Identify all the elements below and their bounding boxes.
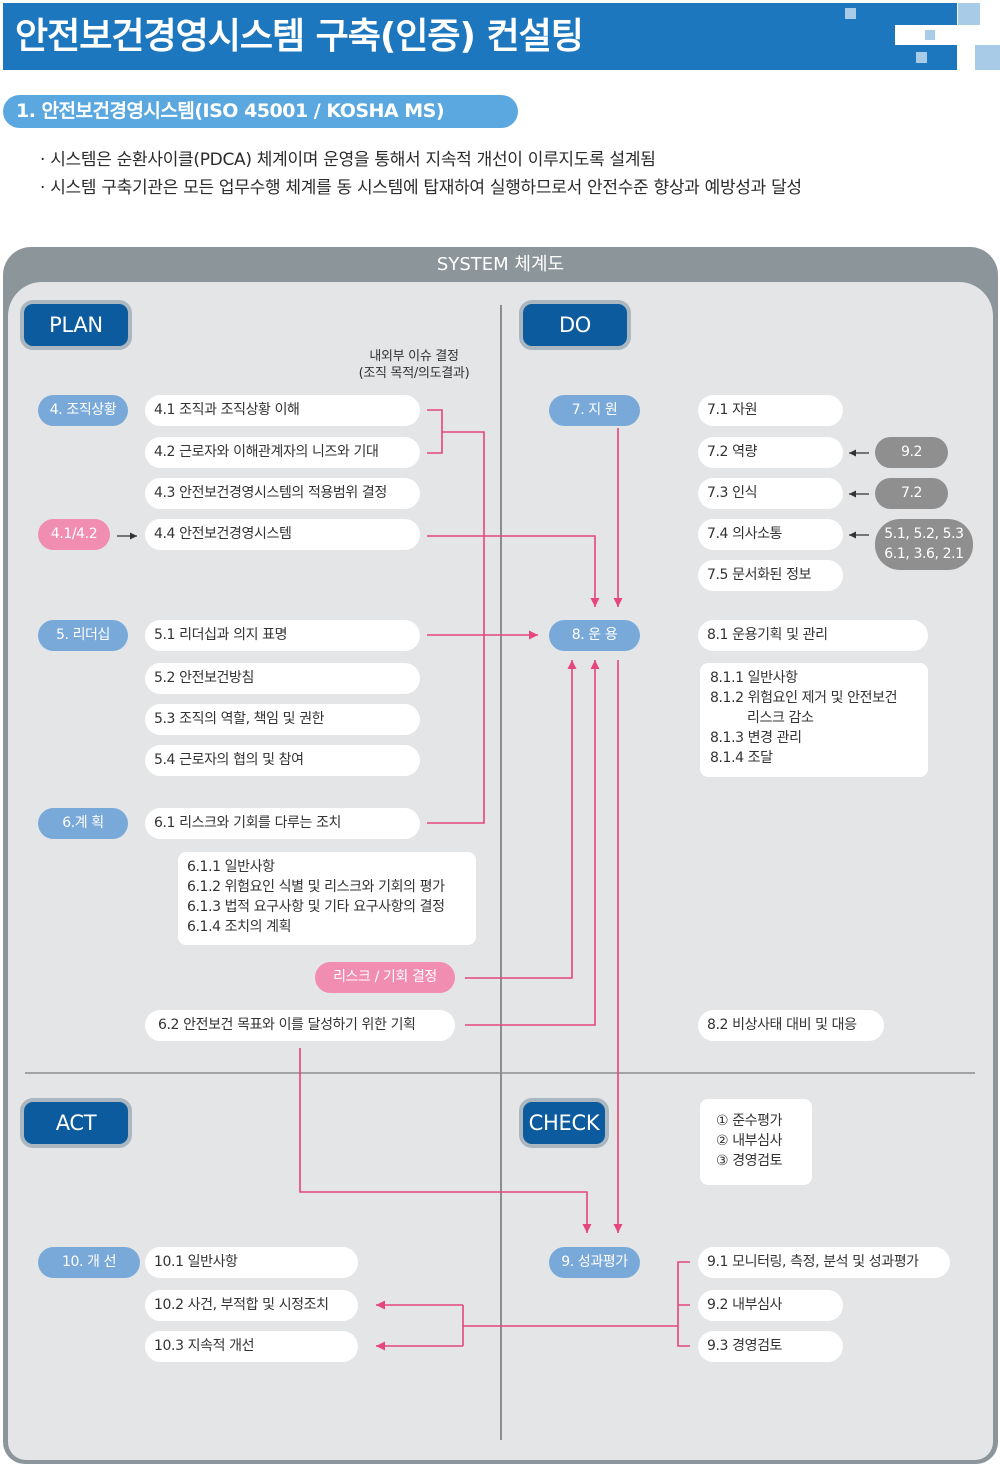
clause-item-9-1: 9.1 모니터링, 측정, 분석 및 성과평가	[698, 1247, 950, 1278]
check-summary-box: ① 준수평가 ② 내부심사 ③ 경영검토	[700, 1099, 812, 1185]
clause-item-8-1: 8.1 운용기획 및 관리	[698, 620, 928, 651]
input-pill-4-1-4-2: 4.1/4.2	[38, 519, 110, 550]
detail-line: 6.1.4 조치의 계획	[187, 919, 292, 935]
clause-item-4-1: 4.1 조직과 조직상황 이해	[145, 395, 420, 426]
summary-line: ② 내부심사	[716, 1133, 783, 1149]
clause-item-10-1: 10.1 일반사항	[145, 1247, 358, 1278]
clause-item-8-2: 8.2 비상사태 대비 및 대응	[698, 1010, 884, 1041]
quadrant-label-do: DO	[523, 304, 627, 346]
clause-item-6-1: 6.1 리스크와 기회를 다루는 조치	[145, 808, 420, 839]
clause-leadership-label: 5. 리더십	[38, 620, 128, 651]
clause-item-5-1: 5.1 리더십과 의지 표명	[145, 620, 420, 651]
header-decoration-square	[975, 45, 1000, 70]
quadrant-label-check: CHECK	[523, 1102, 605, 1144]
risk-decision-pill: 리스크 / 기회 결정	[315, 962, 455, 993]
intro-bullet: · 시스템 구축기관은 모든 업무수행 체계를 동 시스템에 탑재하여 실행하므…	[40, 178, 802, 198]
clause-item-4-2: 4.2 근로자와 이해관계자의 니즈와 기대	[145, 437, 420, 468]
connector-evaluation-to-improvement	[462, 1305, 678, 1346]
intro-bullet: · 시스템은 순환사이클(PDCA) 체계이며 운영을 통해서 지속적 개선이 …	[40, 150, 656, 170]
quadrant-label-act: ACT	[24, 1102, 128, 1144]
reference-line: 6.1, 3.6, 2.1	[884, 546, 964, 562]
arrow-objectives-to-evaluation	[299, 1048, 592, 1233]
detail-line: 8.1.1 일반사항	[710, 670, 798, 686]
issues-note: 내외부 이슈 결정 (조직 목적/의도결과)	[345, 348, 483, 382]
clause-item-5-3: 5.3 조직의 역할, 책임 및 권한	[145, 704, 420, 735]
header-decoration-square	[958, 3, 980, 25]
clause-item-10-2: 10.2 사건, 부적합 및 시정조치	[145, 1290, 358, 1321]
summary-line: ① 준수평가	[716, 1113, 783, 1129]
connector-context-bracket	[427, 409, 443, 454]
clause-item-7-2: 7.2 역량	[698, 437, 843, 468]
clause-item-9-2: 9.2 내부심사	[698, 1290, 843, 1321]
clause-item-5-2: 5.2 안전보건방침	[145, 663, 420, 694]
reference-pill-competence: 9.2	[875, 437, 948, 468]
detail-line: 8.1.4 조달	[710, 750, 773, 766]
detail-line: 리스크 감소	[747, 710, 814, 726]
diagram-title: SYSTEM 체계도	[436, 254, 565, 275]
detail-line: 8.1.3 변경 관리	[710, 730, 802, 746]
header-decoration-square	[845, 8, 856, 19]
detail-line: 6.1.3 법적 요구사항 및 기타 요구사항의 결정	[187, 899, 445, 915]
reference-line: 5.1, 5.2, 5.3	[884, 526, 964, 542]
connector-context-to-planning	[427, 431, 485, 824]
reference-pill-communication: 5.1, 5.2, 5.3 6.1, 3.6, 2.1	[875, 519, 973, 570]
section-heading: 1. 안전보건경영시스템(ISO 45001 / KOSHA MS)	[3, 95, 518, 128]
detail-line: 6.1.2 위험요인 식별 및 리스크와 기회의 평가	[187, 879, 445, 895]
header-decoration-square	[916, 52, 927, 63]
clause-planning-label: 6.계 획	[38, 808, 128, 839]
summary-line: ③ 경영검토	[716, 1153, 783, 1169]
issues-note-line: 내외부 이슈 결정	[369, 349, 459, 364]
issues-note-line: (조직 목적/의도결과)	[358, 366, 470, 381]
header-banner	[3, 3, 957, 70]
arrow-risk-decision-to-operation	[465, 660, 577, 979]
operation-details-box: 8.1.1 일반사항 8.1.2 위험요인 제거 및 안전보건 리스크 감소 8…	[700, 663, 928, 777]
reference-pill-awareness: 7.2	[875, 478, 948, 509]
clause-item-10-3: 10.3 지속적 개선	[145, 1331, 358, 1362]
arrow-system-to-operation	[427, 535, 600, 607]
clause-improvement-label: 10. 개 선	[38, 1247, 140, 1278]
quadrant-label-plan: PLAN	[24, 304, 128, 346]
clause-item-7-5: 7.5 문서화된 정보	[698, 560, 843, 591]
clause-item-4-4: 4.4 안전보건경영시스템	[145, 519, 420, 550]
clause-context-label: 4. 조직상황	[38, 395, 128, 426]
clause-item-9-3: 9.3 경영검토	[698, 1331, 843, 1362]
clause-item-7-1: 7.1 자원	[698, 395, 843, 426]
page-title: 안전보건경영시스템 구축(인증) 컨설팅	[15, 16, 584, 57]
clause-item-7-3: 7.3 인식	[698, 478, 843, 509]
connector-evaluation-bracket	[677, 1261, 690, 1347]
header-decoration-square	[925, 30, 935, 40]
detail-line: 6.1.1 일반사항	[187, 859, 275, 875]
clause-item-7-4: 7.4 의사소통	[698, 519, 843, 550]
clause-evaluation-label: 9. 성과평가	[549, 1247, 640, 1278]
arrow-objectives-to-operation	[465, 660, 600, 1026]
clause-support-label: 7. 지 원	[549, 395, 640, 426]
clause-item-5-4: 5.4 근로자의 협의 및 참여	[145, 745, 420, 776]
detail-line: 8.1.2 위험요인 제거 및 안전보건	[710, 690, 898, 706]
clause-item-6-2: 6.2 안전보건 목표와 이를 달성하기 위한 기획	[145, 1010, 455, 1041]
clause-item-4-3: 4.3 안전보건경영시스템의 적용범위 결정	[145, 478, 420, 509]
clause-operation-label: 8. 운 용	[549, 620, 640, 651]
planning-details-box: 6.1.1 일반사항 6.1.2 위험요인 식별 및 리스크와 기회의 평가 6…	[178, 852, 476, 945]
